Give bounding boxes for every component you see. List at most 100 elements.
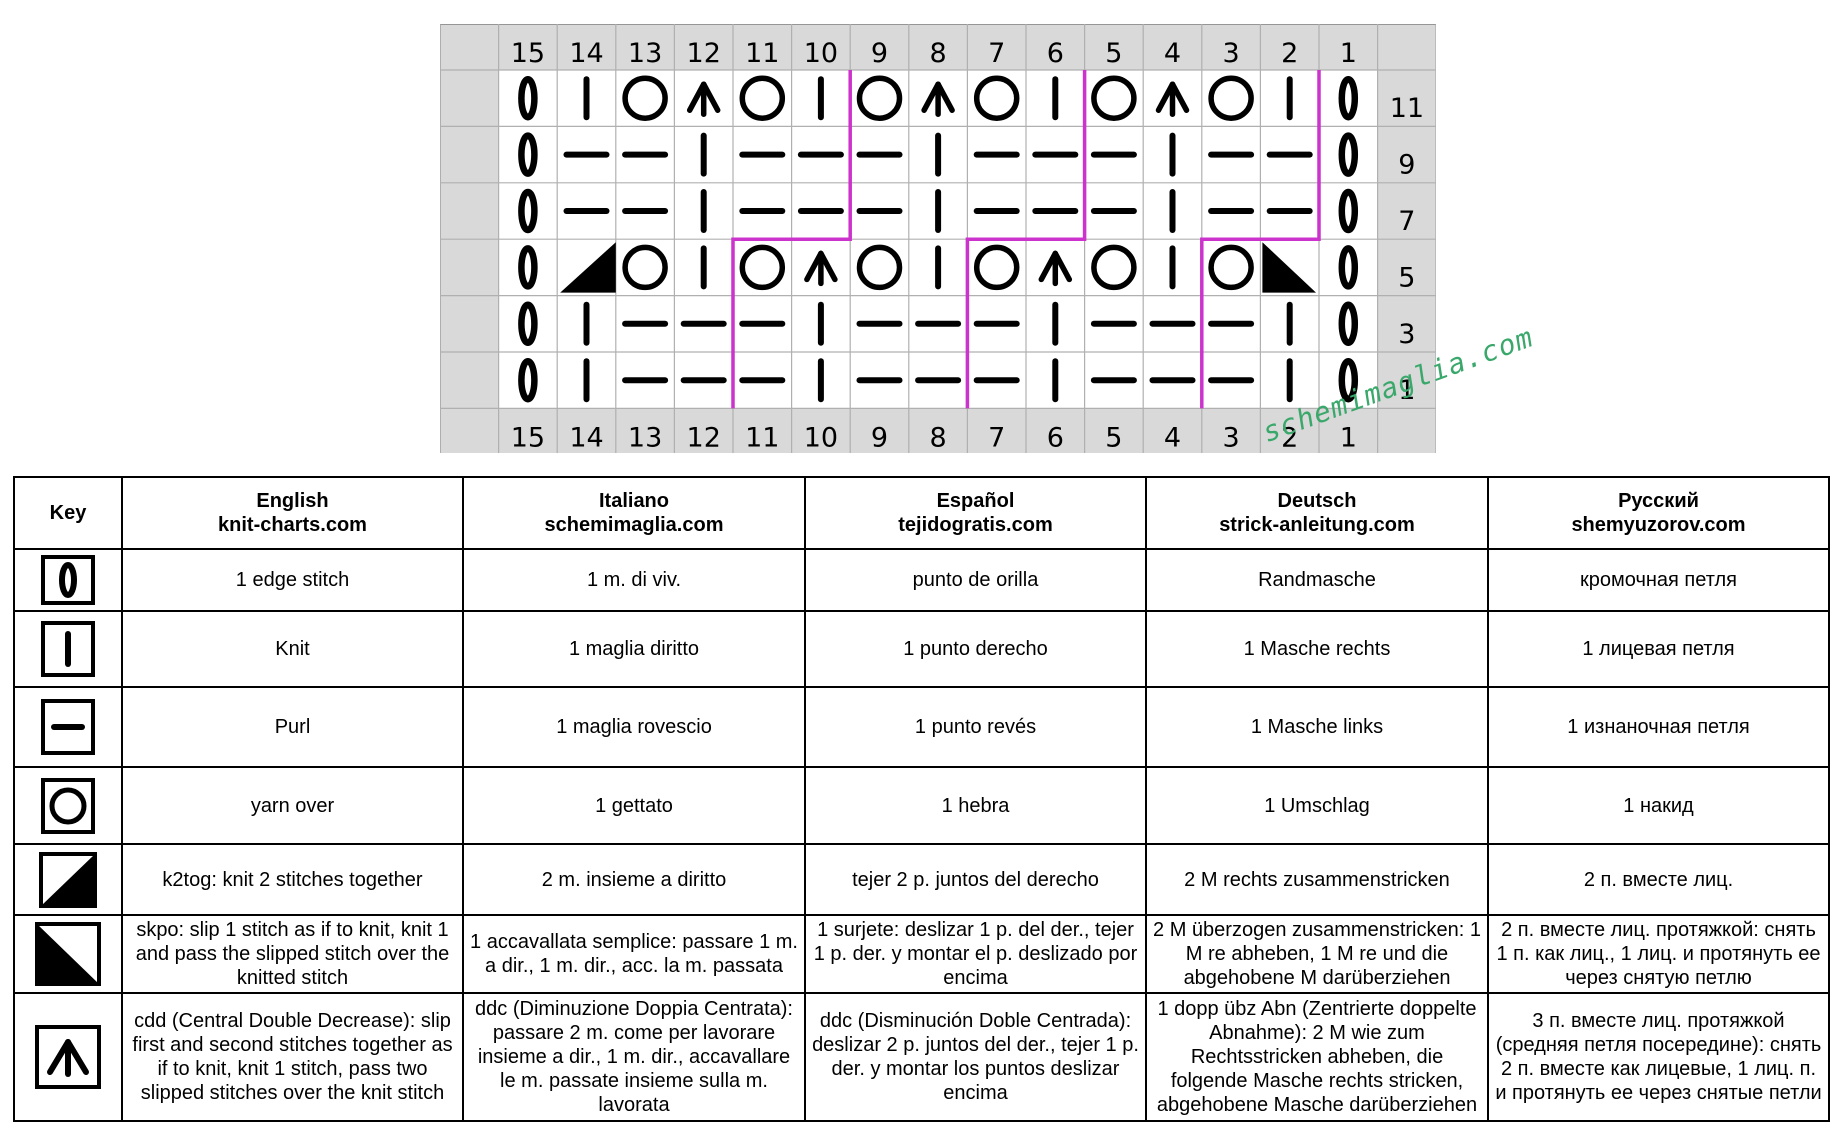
key-cell: Purl <box>121 686 464 768</box>
column-number-top: 2 <box>1281 38 1298 69</box>
column-number-top: 9 <box>871 38 888 69</box>
key-cell: 1 punto derecho <box>804 610 1147 688</box>
column-number-top: 4 <box>1164 38 1181 69</box>
edge-stitch-symbol <box>518 75 538 121</box>
repeat-boundary-line <box>731 70 852 409</box>
key-cell: ddc (Diminuzione Doppia Centrata): passa… <box>462 992 806 1122</box>
key-cell: 2 m. insieme a diritto <box>462 843 806 916</box>
edge-stitch-symbol <box>518 301 538 347</box>
column-number-top: 3 <box>1223 38 1240 69</box>
skpo-icon <box>13 914 123 994</box>
key-cell: 1 maglia rovescio <box>462 686 806 768</box>
yarn-over-symbol <box>856 244 903 291</box>
yarn-over-symbol <box>739 244 786 291</box>
key-row-edge-stitch: 1 edge stitch 1 m. di viv. punto de oril… <box>13 548 1830 612</box>
yarn-over-symbol <box>622 75 668 121</box>
row-number: 1 <box>1398 375 1415 406</box>
edge-stitch-symbol <box>1338 188 1359 234</box>
column-number-bottom: 9 <box>871 422 888 453</box>
column-number-top: 14 <box>569 38 603 69</box>
column-number-bottom: 5 <box>1105 422 1122 453</box>
key-cell: 1 edge stitch <box>121 548 464 612</box>
yarn-over-symbol <box>973 75 1020 121</box>
key-cell: yarn over <box>121 766 464 845</box>
key-cell: 1 лицевая петля <box>1487 610 1830 688</box>
key-cell: 2 M rechts zusammenstricken <box>1145 843 1489 916</box>
purl-icon <box>13 686 123 768</box>
column-number-bottom: 14 <box>569 422 603 453</box>
key-cell: 1 dopp übz Abn (Zentrierte doppelte Abna… <box>1145 992 1489 1122</box>
key-cell: 1 hebra <box>804 766 1147 845</box>
yarn-over-symbol <box>1208 244 1254 291</box>
key-cell: 1 accavallata semplice: passare 1 m. a d… <box>462 914 806 994</box>
column-number-bottom: 15 <box>511 422 545 453</box>
key-cell: skpo: slip 1 stitch as if to knit, knit … <box>121 914 464 994</box>
yarn-over-symbol <box>973 244 1020 291</box>
key-row-yarn-over: yarn over 1 gettato 1 hebra 1 Umschlag 1… <box>13 766 1830 845</box>
row-number: 7 <box>1398 206 1415 237</box>
key-cell: tejer 2 p. juntos del derecho <box>804 843 1147 916</box>
row-number: 5 <box>1398 262 1415 293</box>
key-cell: punto de orilla <box>804 548 1147 612</box>
yarn-over-symbol <box>622 244 668 291</box>
yarn-over-symbol <box>739 75 786 121</box>
edge-stitch-symbol <box>1338 132 1359 177</box>
key-cell: 1 Masche rechts <box>1145 610 1489 688</box>
key-cell: 1 накид <box>1487 766 1830 845</box>
edge-stitch-symbol <box>1338 357 1359 403</box>
key-row-skpo: skpo: slip 1 stitch as if to knit, knit … <box>13 914 1830 994</box>
key-cell: 2 M überzogen zusammenstricken: 1 M re a… <box>1145 914 1489 994</box>
column-number-top: 7 <box>988 38 1005 69</box>
yarn-over-symbol <box>1091 75 1137 121</box>
column-number-bottom: 1 <box>1340 422 1357 453</box>
key-cell: 1 surjete: deslizar 1 p. del der., tejer… <box>804 914 1147 994</box>
column-number-top: 5 <box>1105 38 1122 69</box>
skpo-symbol <box>1262 242 1316 293</box>
yarn-over-icon <box>13 766 123 845</box>
key-cell: 1 Masche links <box>1145 686 1489 768</box>
key-header: Key <box>13 476 123 550</box>
edge-stitch-icon <box>13 548 123 612</box>
knit-icon <box>13 610 123 688</box>
key-cell: 1 изнаночная петля <box>1487 686 1830 768</box>
key-cell: k2tog: knit 2 stitches together <box>121 843 464 916</box>
yarn-over-symbol <box>1091 244 1137 291</box>
yarn-over-symbol <box>1208 75 1254 121</box>
repeat-boundary-line <box>965 70 1087 409</box>
key-row-k2tog: k2tog: knit 2 stitches together 2 m. ins… <box>13 843 1830 916</box>
repeat-boundary-line <box>1200 70 1321 409</box>
key-cell: 3 п. вместе лиц. протяжкой (средняя петл… <box>1487 992 1830 1122</box>
row-number: 11 <box>1390 93 1424 124</box>
key-cell: 1 m. di viv. <box>462 548 806 612</box>
column-number-top: 13 <box>628 38 662 69</box>
column-number-bottom: 6 <box>1047 422 1064 453</box>
key-cell: 1 punto revés <box>804 686 1147 768</box>
key-row-knit: Knit 1 maglia diritto 1 punto derecho 1 … <box>13 610 1830 688</box>
key-cell: Randmasche <box>1145 548 1489 612</box>
key-row-purl: Purl 1 maglia rovescio 1 punto revés 1 M… <box>13 686 1830 768</box>
column-number-top: 15 <box>511 38 545 69</box>
column-number-top: 6 <box>1047 38 1064 69</box>
key-cell: Knit <box>121 610 464 688</box>
column-number-bottom: 11 <box>745 422 779 453</box>
cdd-icon <box>13 992 123 1122</box>
key-cell: 1 Umschlag <box>1145 766 1489 845</box>
edge-stitch-symbol <box>1338 301 1359 347</box>
row-number: 9 <box>1398 150 1415 181</box>
column-number-bottom: 3 <box>1223 422 1240 453</box>
edge-stitch-symbol <box>518 357 538 403</box>
column-number-bottom: 12 <box>687 422 721 453</box>
yarn-over-symbol <box>856 75 903 121</box>
edge-stitch-symbol <box>518 245 538 290</box>
column-number-bottom: 7 <box>988 422 1005 453</box>
column-number-bottom: 10 <box>804 422 838 453</box>
column-number-bottom: 8 <box>930 422 947 453</box>
knitting-chart: 1515141413131212111110109988776655443322… <box>440 24 1436 453</box>
key-cell: 1 maglia diritto <box>462 610 806 688</box>
edge-stitch-symbol <box>1338 245 1359 290</box>
key-cell: кромочная петля <box>1487 548 1830 612</box>
